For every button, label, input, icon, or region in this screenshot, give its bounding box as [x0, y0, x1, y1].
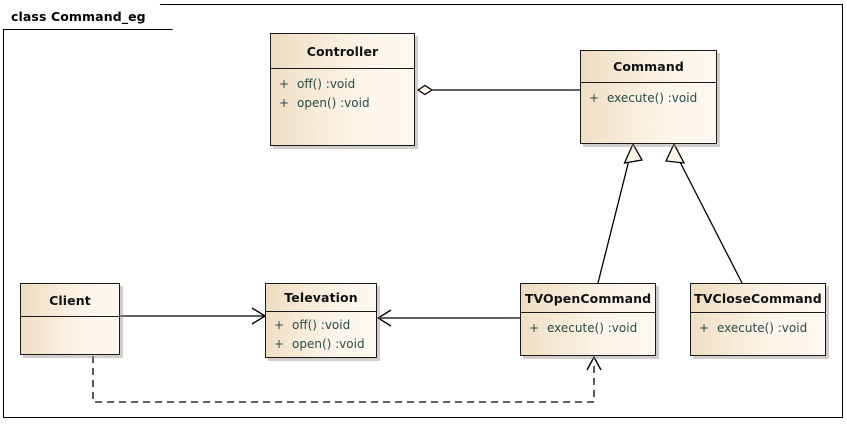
member-row: + execute() :void [521, 319, 655, 338]
member-visibility: + [528, 321, 540, 335]
member-signature: execute() :void [547, 321, 638, 335]
class-name-tvclosecommand: TVCloseCommand [694, 290, 822, 306]
diagram-title-tab: class Command_eg [3, 4, 173, 30]
member-signature: execute() :void [607, 91, 698, 105]
class-members-tvopencommand: + execute() :void [521, 313, 655, 338]
class-box-controller[interactable]: Controller + off() :void + open() :void [270, 33, 415, 146]
member-visibility: + [588, 91, 600, 105]
class-name-controller: Controller [306, 43, 379, 59]
class-name-televation: Televation [284, 290, 358, 305]
class-members-televation: + off() :void + open() :void [266, 312, 376, 354]
class-members-command: + execute() :void [581, 83, 716, 108]
member-signature: execute() :void [717, 321, 808, 335]
class-box-televation[interactable]: Televation + off() :void + open() :void [265, 283, 377, 358]
member-row: + open() :void [271, 94, 414, 113]
class-name-tvopencommand: TVOpenCommand [524, 290, 652, 306]
member-row: + execute() :void [581, 89, 716, 108]
class-box-command[interactable]: Command + execute() :void [580, 50, 717, 144]
diagram-frame [3, 4, 843, 418]
member-row: + off() :void [266, 316, 376, 335]
member-visibility: + [273, 337, 285, 351]
class-header-tvopencommand: TVOpenCommand [521, 284, 655, 313]
member-row: + off() :void [271, 75, 414, 94]
member-visibility: + [273, 318, 285, 332]
member-visibility: + [698, 321, 710, 335]
member-signature: open() :void [297, 96, 370, 110]
class-box-tvopencommand[interactable]: TVOpenCommand + execute() :void [520, 283, 656, 356]
class-name-command: Command [613, 59, 684, 74]
class-members-client [21, 317, 119, 323]
member-visibility: + [278, 77, 290, 91]
class-name-client: Client [49, 292, 91, 308]
member-row: + open() :void [266, 335, 376, 354]
class-header-client: Client [21, 284, 119, 317]
member-signature: open() :void [292, 337, 365, 351]
class-header-tvclosecommand: TVCloseCommand [691, 284, 825, 313]
class-box-tvclosecommand[interactable]: TVCloseCommand + execute() :void [690, 283, 826, 356]
member-signature: off() :void [297, 77, 356, 91]
class-members-tvclosecommand: + execute() :void [691, 313, 825, 338]
member-row: + execute() :void [691, 319, 825, 338]
diagram-title-label: class Command_eg [11, 9, 146, 24]
class-header-command: Command [581, 51, 716, 83]
class-box-client[interactable]: Client [20, 283, 120, 355]
class-header-televation: Televation [266, 284, 376, 312]
class-header-controller: Controller [271, 34, 414, 69]
member-signature: off() :void [292, 318, 351, 332]
class-members-controller: + off() :void + open() :void [271, 69, 414, 113]
member-visibility: + [278, 96, 290, 110]
